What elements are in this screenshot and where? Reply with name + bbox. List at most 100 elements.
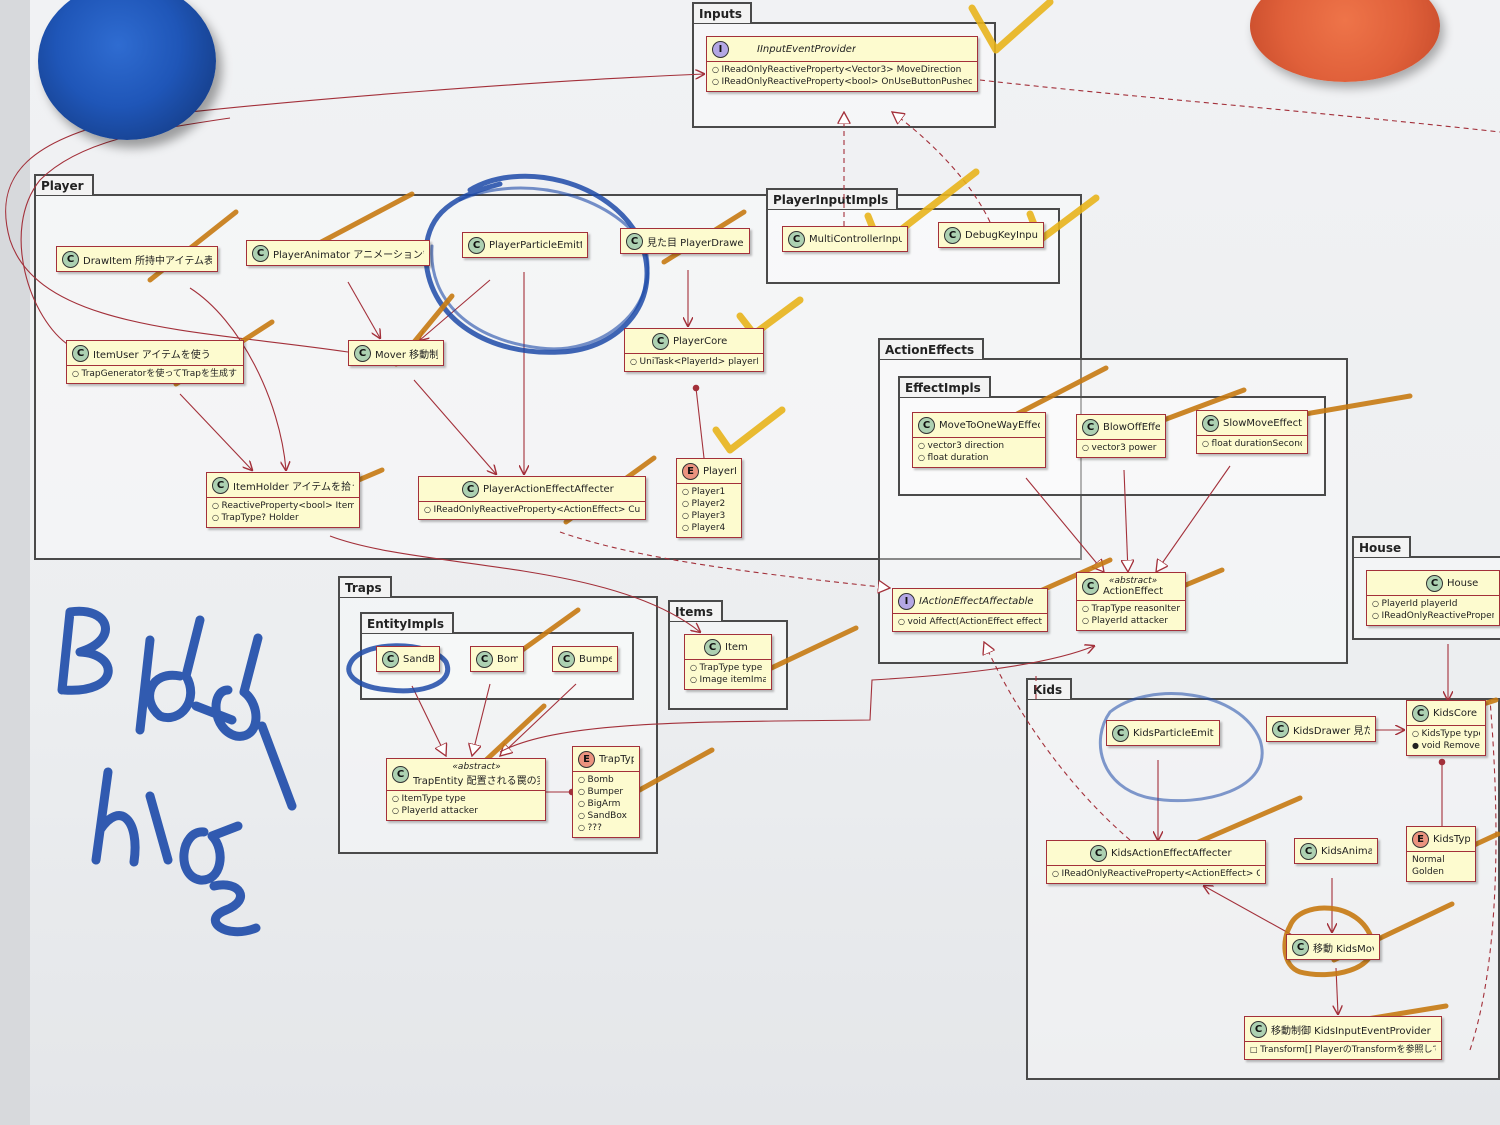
class-blow-off-effect[interactable]: CBlowOffEffect vector3 power [1076, 414, 1166, 458]
class-members: TrapType reasonItem PlayerId attacker [1077, 601, 1185, 630]
class-action-effect[interactable]: C«abstract»ActionEffect TrapType reasonI… [1076, 572, 1186, 631]
class-member: TrapType reasonItem [1082, 603, 1180, 615]
class-name: MultiControllerInput [809, 233, 902, 245]
enum-badge-icon: E [1412, 830, 1429, 848]
check-input-provider [968, 0, 1054, 54]
enum-player-id[interactable]: EPlayerId Player1 Player2 Player3 Player… [676, 458, 742, 538]
class-badge-icon: C [944, 226, 961, 244]
enum-trap-type[interactable]: ETrapType Bomb Bumper BigArm SandBox ??? [572, 746, 640, 838]
class-name: KidsType [1433, 833, 1470, 845]
class-member: vector3 direction [918, 440, 1040, 452]
class-member: Player4 [682, 522, 736, 534]
class-trap-entity[interactable]: C«abstract»TrapEntity 配置される罠の実体 ItemType… [386, 758, 546, 821]
class-member: IReadOnlyReactiveProperty<Vector3> MoveD… [712, 64, 972, 76]
class-kids-animator[interactable]: CKidsAnimator [1294, 838, 1378, 864]
class-name: IInputEventProvider [757, 43, 857, 55]
class-badge-icon: C [918, 416, 935, 434]
class-kids-mover[interactable]: C移動 KidsMover [1286, 934, 1380, 960]
class-member: PlayerId attacker [392, 805, 540, 817]
class-stereotype: «abstract» [1108, 576, 1158, 586]
class-badge-icon: C [354, 344, 371, 362]
class-member: float duration [918, 452, 1040, 464]
dash-debug-to-inputprovider [892, 112, 991, 223]
class-header: CBomb [471, 647, 523, 671]
class-name: Item [725, 641, 748, 653]
class-badge-icon: C [558, 650, 575, 668]
class-members: Normal Golden [1407, 852, 1475, 881]
class-header: C移動 KidsMover [1287, 935, 1379, 959]
class-bomb[interactable]: CBomb [470, 646, 524, 672]
class-name: PlayerCore [673, 335, 728, 347]
class-input-event-provider[interactable]: I IInputEventProvider IReadOnlyReactivePr… [706, 36, 978, 92]
class-badge-icon: C [382, 650, 399, 668]
class-header: CBlowOffEffect [1077, 415, 1165, 440]
line-sandbox-to-trapentity [411, 685, 446, 756]
class-member: PlayerId playerId [1372, 598, 1494, 610]
enum-kids-type[interactable]: E KidsType Normal Golden [1406, 826, 1476, 882]
class-member: SandBox [578, 810, 634, 822]
class-name: 移動制御 KidsInputEventProvider [1271, 1025, 1431, 1037]
class-member: BigArm [578, 798, 634, 810]
class-members: Transform[] PlayerのTransformを参照している [1245, 1042, 1441, 1059]
class-member: KidsType type [1412, 728, 1480, 740]
line-blowoff-to-actioneffect [1124, 469, 1128, 572]
class-member: Normal [1412, 855, 1445, 865]
interface-badge-icon: I [712, 40, 729, 58]
class-badge-icon: C [1112, 724, 1129, 742]
class-member: TrapType type [690, 662, 766, 674]
package-tab: House [1352, 536, 1412, 557]
handwriting-hide [91, 767, 261, 937]
class-header: CSandBox [377, 647, 439, 671]
class-name: PlayerId [703, 465, 736, 477]
package-tab: Items [668, 600, 723, 621]
class-member: TrapType? Holder [212, 512, 354, 524]
package-tab: EntityImpls [360, 612, 454, 633]
package-tab: Inputs [692, 2, 753, 23]
class-kids-particle-emitter[interactable]: CKidsParticleEmitter [1106, 720, 1220, 746]
class-name: «abstract»TrapEntity 配置される罠の実体 [413, 762, 540, 787]
class-sand-box[interactable]: CSandBox [376, 646, 440, 672]
enum-badge-icon: E [682, 462, 699, 480]
class-member: ??? [578, 822, 634, 834]
class-members: ReactiveProperty<bool> ItemHold TrapType… [207, 498, 359, 527]
class-header: E KidsType [1407, 827, 1475, 852]
class-member: TrapGeneratorを使ってTrapを生成する [72, 368, 238, 380]
class-name: House [1447, 577, 1479, 589]
class-player-particle-emitter[interactable]: CPlayerParticleEmitter [462, 232, 588, 258]
class-members: PlayerId playerId IReadOnlyReactivePrope… [1367, 596, 1499, 625]
line-core-to-playerid [692, 384, 705, 459]
class-bumper[interactable]: CBumper [552, 646, 618, 672]
class-name: IActionEffectAffectable [919, 595, 1034, 607]
class-member: Bumper [578, 786, 634, 798]
package-tab: PlayerInputImpls [766, 188, 899, 209]
check-playerid [712, 406, 786, 454]
class-members: KidsType type void Remove() [1407, 726, 1485, 755]
